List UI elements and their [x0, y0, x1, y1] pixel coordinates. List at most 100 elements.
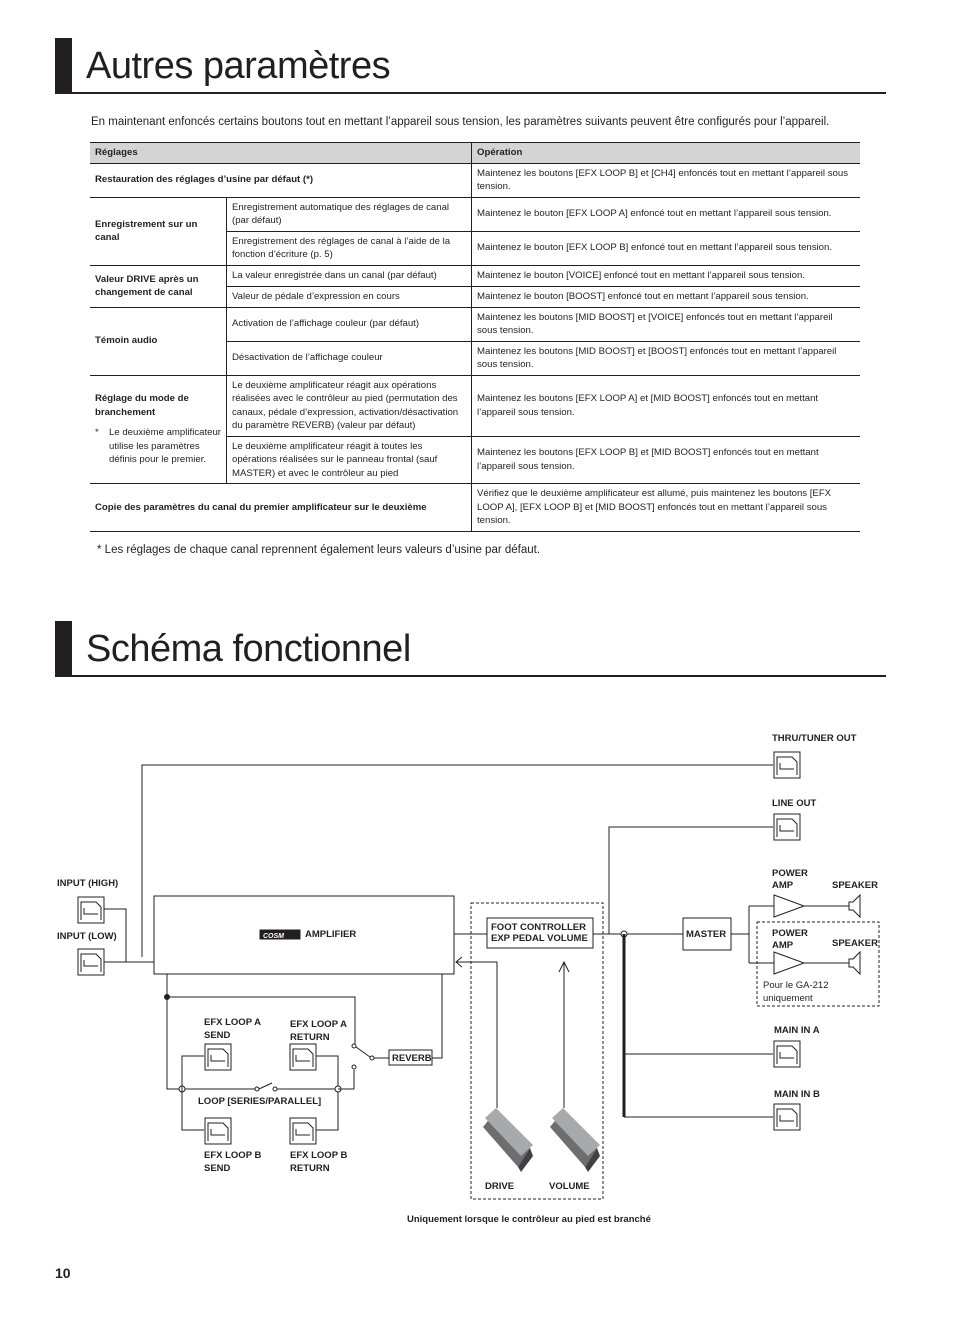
foot-controller-label: FOOT CONTROLLER	[491, 922, 586, 933]
input-high-jack	[77, 896, 105, 924]
table-row: Le deuxième amplificateur réagit à toute…	[90, 436, 860, 484]
section-heading-autres-parametres: Autres paramètres	[55, 38, 886, 94]
cosm-logo	[259, 929, 301, 940]
input-high-label: INPUT (HIGH)	[57, 878, 118, 889]
option-front-panel: Le deuxième amplificateur réagit à toute…	[226, 436, 472, 484]
main-in-b-label: MAIN IN B	[774, 1089, 820, 1100]
table-row: Enregistrement sur un canal Enregistreme…	[90, 197, 860, 266]
operation-color-off: Maintenez les boutons [MID BOOST] et [BO…	[471, 341, 860, 376]
connection-mode-note: * Le deuxième amplificateur utilise les …	[95, 426, 221, 467]
operation-front-panel: Maintenez les boutons [EFX LOOP B] et [M…	[471, 436, 860, 484]
connection-mode-label: Réglage du mode de branchement	[95, 393, 189, 418]
efx-a-return-label-b: RETURN	[290, 1032, 330, 1043]
efx-a-send-label-a: EFX LOOP A	[204, 1017, 261, 1028]
power-amp-1-label-a: POWER	[772, 868, 808, 879]
table-row: Valeur de pédale d’expression en cours M…	[90, 286, 860, 308]
line-out-jack	[773, 813, 801, 841]
operation-copy-channel: Vérifiez que le deuxième amplificateur e…	[471, 483, 860, 532]
input-wires	[104, 908, 154, 963]
table-row: Désactivation de l’affichage couleur Mai…	[90, 341, 860, 376]
option-auto-save: Enregistrement automatique des réglages …	[226, 197, 472, 232]
ga212-label-b: uniquement	[763, 993, 813, 1004]
table-row: Réglage du mode de branchement * Le deux…	[90, 375, 860, 484]
table-row: Copie des paramètres du canal du premier…	[90, 483, 860, 532]
thru-tuner-out-label: THRU/TUNER OUT	[772, 733, 857, 744]
operation-color-on: Maintenez les boutons [MID BOOST] et [VO…	[471, 307, 860, 342]
main-in-a-label: MAIN IN A	[774, 1025, 820, 1036]
thru-tuner-out-jack	[773, 751, 801, 779]
reverb-switch-lever	[355, 1046, 371, 1058]
reverb-switch-contact-c	[369, 1055, 375, 1061]
efx-b-return-label-b: RETURN	[290, 1163, 330, 1174]
main-in-wires	[624, 1053, 773, 1118]
efx-a-send-label-b: SEND	[204, 1030, 231, 1041]
foot-controller-block	[486, 917, 594, 949]
drive-arrow	[455, 956, 463, 968]
drive-pedal-icon	[483, 1108, 533, 1172]
option-stored-value: La valeur enregistrée dans un canal (par…	[226, 265, 472, 287]
reverb-out-wire	[432, 974, 443, 1059]
loop-send-wire	[166, 974, 257, 1090]
loop-mode-label: LOOP [SERIES/PARALLEL]	[198, 1096, 321, 1107]
drive-feedback-wire	[456, 961, 498, 1108]
send-branch-wires	[181, 1055, 204, 1131]
efx-a-send-jack	[204, 1043, 232, 1071]
operation-auto-save: Maintenez le bouton [EFX LOOP A] enfoncé…	[471, 197, 860, 232]
main-in-a-jack	[773, 1040, 801, 1068]
loop-switch-contact-b	[272, 1086, 278, 1092]
loop-switch-lever	[258, 1082, 273, 1090]
power-amp-2-label-b: AMP	[772, 940, 794, 951]
speaker-2-icon	[848, 950, 861, 976]
exp-pedal-label: EXP PEDAL VOLUME	[491, 933, 588, 944]
efx-b-return-jack	[289, 1117, 317, 1145]
block-diagram: THRU/TUNER OUT LINE OUT INPUT (HIGH) INP…	[57, 733, 880, 1225]
cosm-logo-text: COSM	[263, 933, 284, 940]
operation-pedal-value: Maintenez le bouton [BOOST] enfoncé tout…	[471, 286, 860, 308]
power-amp-2-label-a: POWER	[772, 928, 808, 939]
reverb-label: REVERB	[392, 1053, 432, 1064]
input-low-jack	[77, 948, 105, 976]
input-low-label: INPUT (LOW)	[57, 931, 117, 942]
efx-b-return-label-a: EFX LOOP B	[290, 1150, 348, 1161]
setting-drive-value: Valeur DRIVE après un changement de cana…	[90, 265, 227, 308]
note-text: Le deuxième amplificateur utilise les pa…	[109, 427, 221, 465]
volume-label: VOLUME	[549, 1181, 590, 1192]
table-row: Valeur DRIVE après un changement de cana…	[90, 265, 860, 308]
amplifier-block	[153, 895, 455, 975]
section-heading-schema: Schéma fonctionnel	[55, 621, 886, 677]
line-out-wire	[608, 826, 773, 934]
intro-paragraph: En maintenant enfoncés certains boutons …	[91, 116, 830, 128]
return-branch-wires	[316, 1055, 339, 1131]
operation-stored-value: Maintenez le bouton [VOICE] enfoncé tout…	[471, 265, 860, 287]
section-title: Schéma fonctionnel	[86, 628, 411, 670]
volume-arrow	[558, 960, 570, 973]
page-title: Autres paramètres	[86, 45, 391, 87]
table-header-row: Réglages Opération	[90, 142, 860, 164]
power-amp-wires	[731, 905, 774, 964]
heading-bar	[55, 621, 72, 675]
heading-bar	[55, 38, 72, 92]
efx-a-return-label-a: EFX LOOP A	[290, 1019, 347, 1030]
efx-b-send-label-b: SEND	[204, 1163, 231, 1174]
setting-connection-mode: Réglage du mode de branchement * Le deux…	[90, 375, 227, 484]
reverb-switch-contact-b	[351, 1043, 357, 1049]
power-amp-1-triangle	[773, 894, 806, 918]
option-foot-controller: Le deuxième amplificateur réagit aux opé…	[226, 375, 472, 437]
reverb-switch-contact-a	[351, 1064, 357, 1070]
efx-b-send-jack	[204, 1117, 232, 1145]
ga212-label-a: Pour le GA-212	[763, 980, 828, 991]
loop-switch-contact-a	[254, 1086, 260, 1092]
header-reglages: Réglages	[90, 142, 472, 164]
setting-copy-channel: Copie des paramètres du canal du premier…	[90, 483, 472, 532]
efx-a-return-jack	[289, 1043, 317, 1071]
power-amp-2-triangle	[773, 951, 806, 975]
option-pedal-value: Valeur de pédale d’expression en cours	[226, 286, 472, 308]
efx-b-send-label-a: EFX LOOP B	[204, 1150, 262, 1161]
drive-label: DRIVE	[485, 1181, 514, 1192]
amplifier-label: AMPLIFIER	[305, 929, 356, 940]
table-row: Enregistrement des réglages de canal à l…	[90, 231, 860, 266]
setting-factory-reset: Restauration des réglages d’usine par dé…	[90, 163, 472, 198]
footnote: * Les réglages de chaque canal reprennen…	[97, 544, 541, 556]
diagram-caption: Uniquement lorsque le contrôleur au pied…	[407, 1214, 651, 1225]
option-write-save: Enregistrement des réglages de canal à l…	[226, 231, 472, 266]
